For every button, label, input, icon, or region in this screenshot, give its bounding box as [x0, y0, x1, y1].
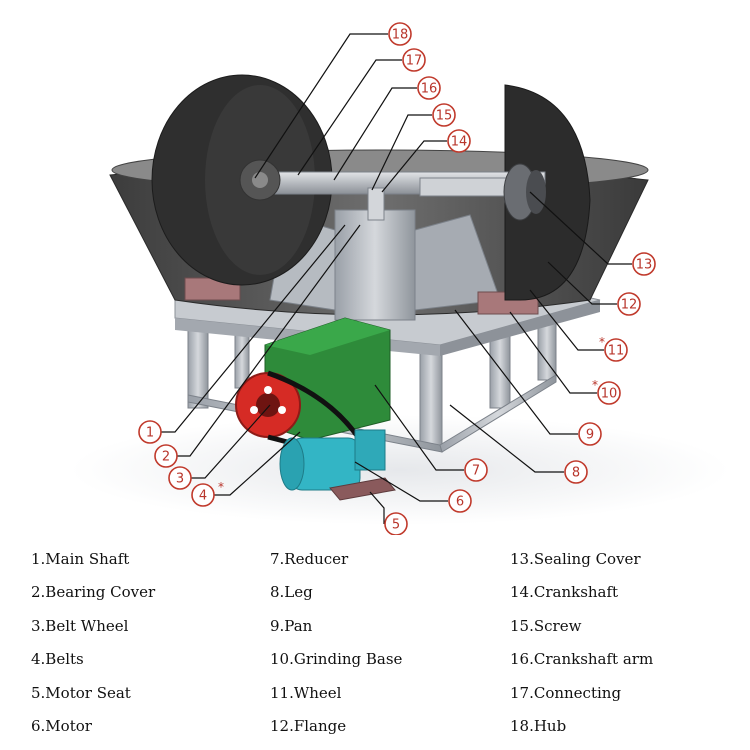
callout-number: 1 [146, 426, 154, 441]
callout-10: 10* [592, 378, 621, 405]
callout-1: 1 [138, 420, 162, 444]
callout-number: 10 [601, 387, 618, 402]
callout-number: 8 [572, 466, 580, 481]
legend-item: 9.Pan [270, 616, 313, 635]
legend-item: 18.Hub [510, 716, 567, 735]
callout-11: 11* [599, 335, 628, 362]
callout-6: 6 [448, 489, 472, 513]
callout-18: 18 [388, 22, 412, 46]
legend-column-2: 7.Reducer 8.Leg 9.Pan 10.Grinding Base 1… [270, 543, 402, 743]
legend-item: 5.Motor Seat [31, 683, 131, 702]
callout-star: * [218, 480, 224, 494]
legend-item: 1.Main Shaft [31, 550, 130, 568]
callout-number: 13 [636, 258, 653, 273]
callout-circle [464, 458, 488, 482]
callout-circle [417, 76, 441, 100]
legend-item: 7.Reducer [270, 550, 349, 568]
callout-number: 3 [176, 472, 184, 487]
callout-number: 9 [586, 428, 594, 443]
legend-item: 17.Connecting [510, 683, 622, 702]
callout-13: 13 [632, 252, 656, 276]
callout-17: 17 [402, 48, 426, 72]
callout-number: 2 [162, 450, 170, 465]
callout-number: 16 [421, 82, 438, 97]
callout-star: * [592, 378, 598, 392]
callout-number: 6 [456, 495, 464, 510]
callout-star: * [599, 335, 605, 349]
callout-circle [388, 22, 412, 46]
callout-number: 14 [451, 135, 468, 150]
callout-number: 17 [406, 54, 423, 69]
legend-item: 8.Leg [270, 583, 313, 602]
callout-number: 4 [199, 489, 207, 504]
screw [367, 187, 385, 221]
callout-circle [402, 48, 426, 72]
callout-circle [597, 381, 621, 405]
motor [279, 429, 386, 491]
callout-number: 5 [392, 518, 400, 533]
legend-column-1: 1.Main Shaft 2.Bearing Cover 3.Belt Whee… [31, 543, 155, 743]
legend-item: 11.Wheel [270, 683, 342, 702]
callout-number: 11 [608, 344, 625, 359]
floor-shadow [70, 415, 730, 525]
callout-circle [191, 483, 215, 507]
callout-3: 3 [168, 466, 192, 490]
right-wheel [504, 84, 591, 301]
legend-item: 10.Grinding Base [270, 650, 403, 669]
callout-2: 2 [154, 444, 178, 468]
callout-circle [154, 444, 178, 468]
callout-circle [632, 252, 656, 276]
legend-item: 3.Belt Wheel [31, 616, 129, 635]
callout-16: 16 [417, 76, 441, 100]
callout-circle [138, 420, 162, 444]
center-column [334, 209, 416, 321]
legend-item: 14.Crankshaft [510, 583, 619, 602]
callout-circle [564, 460, 588, 484]
callout-circle [384, 512, 408, 535]
callout-circle [617, 292, 641, 316]
callout-circle [578, 422, 602, 446]
motor-seat [329, 477, 396, 501]
callout-8: 8 [564, 460, 588, 484]
callout-circle [168, 466, 192, 490]
callout-number: 7 [472, 464, 480, 479]
legend-item: 12.Flange [270, 716, 347, 735]
callout-number: 15 [436, 109, 453, 124]
legend-item: 16.Crankshaft arm [510, 650, 654, 669]
legend-item: 6.Motor [31, 716, 92, 735]
callout-5: 5 [384, 512, 408, 535]
parts-legend: 1.Main Shaft 2.Bearing Cover 3.Belt Whee… [0, 535, 750, 750]
legend-item: 15.Screw [510, 616, 582, 635]
callout-number: 12 [621, 298, 638, 313]
callout-12: 12 [617, 292, 641, 316]
callout-4: 4* [191, 480, 224, 507]
callout-circle [448, 489, 472, 513]
callout-9: 9 [578, 422, 602, 446]
callout-number: 18 [392, 28, 409, 43]
callout-15: 15 [432, 103, 456, 127]
callout-circle [604, 338, 628, 362]
legend-column-3: 13.Sealing Cover 14.Crankshaft 15.Screw … [510, 543, 653, 743]
legend-item: 4.Belts [31, 650, 84, 669]
legend-item: 2.Bearing Cover [31, 583, 156, 602]
callout-circle [432, 103, 456, 127]
legend-item: 13.Sealing Cover [510, 550, 641, 568]
callout-7: 7 [464, 458, 488, 482]
callout-14: 14 [447, 129, 471, 153]
callout-circle [447, 129, 471, 153]
